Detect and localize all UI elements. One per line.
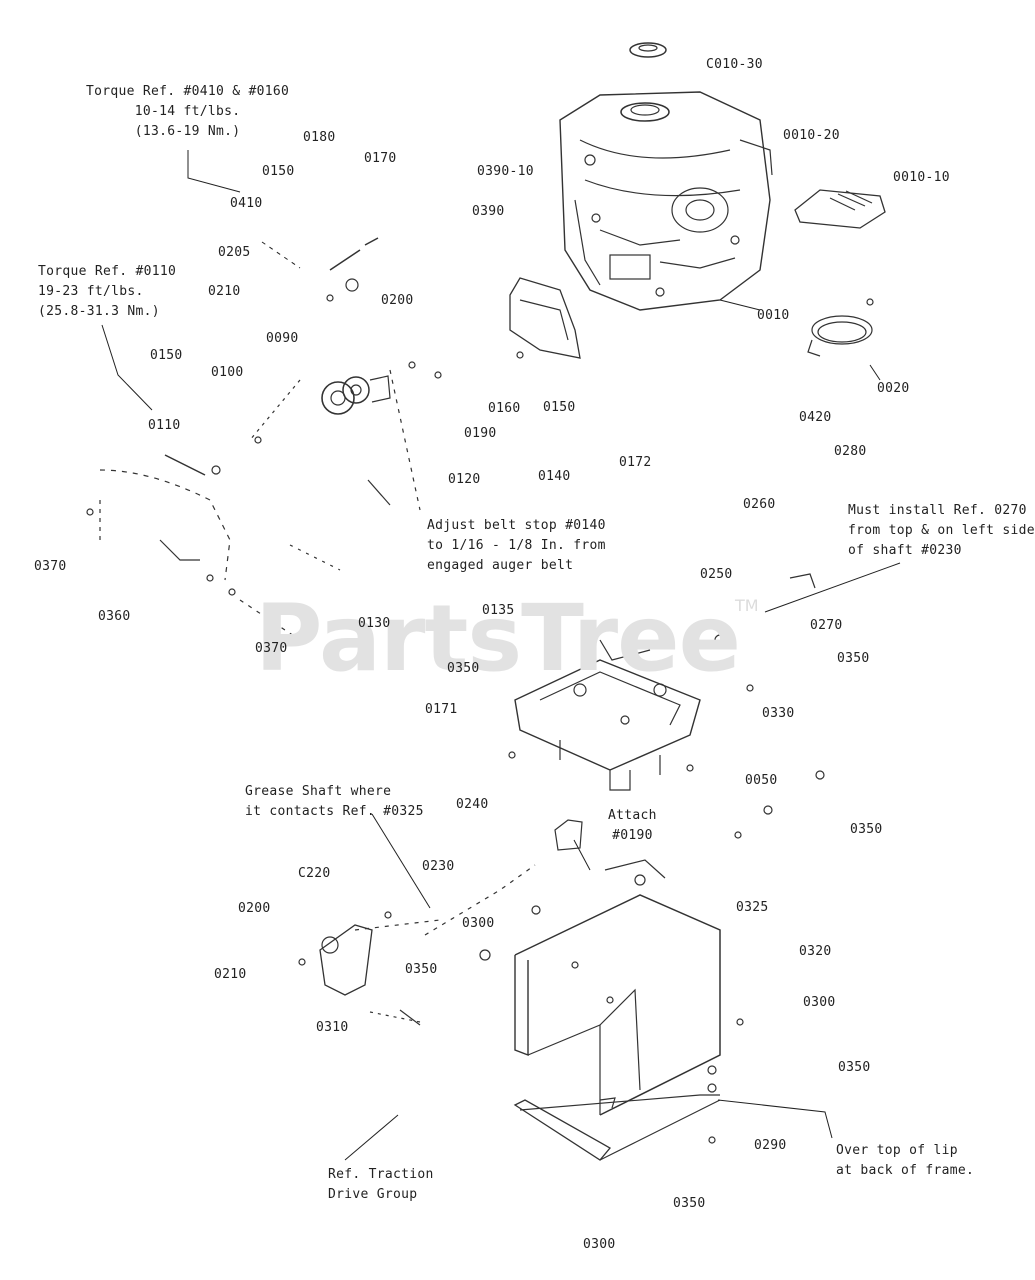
note-line: Over top of lip — [836, 1143, 958, 1158]
part-label: 0135 — [482, 603, 515, 618]
part-label: 0010 — [757, 308, 790, 323]
part-label: 0350 — [405, 962, 438, 977]
belt-stop-note: Adjust belt stop #0140 to 1/16 - 1/8 In.… — [427, 516, 606, 576]
pulley-assembly — [249, 237, 581, 511]
note-line: of shaft #0230 — [848, 543, 962, 558]
part-label: 0110 — [148, 418, 181, 433]
watermark-tm: TM — [735, 596, 759, 615]
part-label: 0350 — [850, 822, 883, 837]
part-label: 0410 — [230, 196, 263, 211]
note-line: Torque Ref. #0410 & #0160 — [86, 84, 290, 99]
part-label: 0010-10 — [893, 170, 950, 185]
note-line: Attach — [608, 808, 657, 823]
part-label: 0240 — [456, 797, 489, 812]
note-line: Adjust belt stop #0140 — [427, 518, 606, 533]
part-label: 0171 — [425, 702, 458, 717]
part-label: 0370 — [255, 641, 288, 656]
part-label: 0300 — [583, 1237, 616, 1252]
part-label: 0180 — [303, 130, 336, 145]
part-label: 0325 — [736, 900, 769, 915]
note-line: 10-14 ft/lbs. — [134, 104, 241, 119]
part-label: 0390 — [472, 204, 505, 219]
part-label: 0350 — [673, 1196, 706, 1211]
part-label: 0210 — [208, 284, 241, 299]
over-lip-note: Over top of lip at back of frame. — [836, 1141, 974, 1181]
mounting-plate — [508, 573, 825, 839]
traction-bracket — [298, 864, 536, 1026]
part-label: 0010-20 — [783, 128, 840, 143]
note-line: #0190 — [612, 828, 653, 843]
part-label: 0190 — [464, 426, 497, 441]
part-label: 0210 — [214, 967, 247, 982]
part-label: 0350 — [838, 1060, 871, 1075]
torque-note-0410: Torque Ref. #0410 & #0160 10-14 ft/lbs. … — [86, 82, 289, 142]
note-line: Ref. Traction — [328, 1167, 434, 1182]
part-label: 0150 — [150, 348, 183, 363]
part-label: 0090 — [266, 331, 299, 346]
note-line: Torque Ref. #0110 — [38, 264, 177, 279]
part-label: C220 — [298, 866, 331, 881]
part-label: 0130 — [358, 616, 391, 631]
part-label: 0200 — [381, 293, 414, 308]
attach-0190-note: Attach #0190 — [608, 806, 657, 846]
note-line: to 1/16 - 1/8 In. from — [427, 538, 606, 553]
part-label: 0260 — [743, 497, 776, 512]
watermark-brand: PartsTree — [255, 585, 741, 692]
part-label: 0360 — [98, 609, 131, 624]
engine-assembly — [559, 42, 886, 357]
part-label: 0230 — [422, 859, 455, 874]
part-label: 0100 — [211, 365, 244, 380]
note-line: (13.6-19 Nm.) — [134, 124, 241, 139]
part-label: 0140 — [538, 469, 571, 484]
part-label: 0150 — [543, 400, 576, 415]
part-label: 0280 — [834, 444, 867, 459]
part-label: 0170 — [364, 151, 397, 166]
note-line: it contacts Ref. #0325 — [245, 804, 424, 819]
part-label: 0390-10 — [477, 164, 534, 179]
frame-housing — [479, 819, 744, 1161]
part-label: 0205 — [218, 245, 251, 260]
part-label: 0270 — [810, 618, 843, 633]
part-label: 0370 — [34, 559, 67, 574]
part-label: 0420 — [799, 410, 832, 425]
note-line: at back of frame. — [836, 1163, 975, 1178]
note-line: from top & on left side — [848, 523, 1035, 538]
part-label: 0350 — [837, 651, 870, 666]
traction-drive-note: Ref. Traction Drive Group — [328, 1165, 434, 1205]
grease-shaft-note: Grease Shaft where it contacts Ref. #032… — [245, 782, 424, 822]
part-label: 0300 — [803, 995, 836, 1010]
part-label: 0300 — [462, 916, 495, 931]
note-line: 19-23 ft/lbs. — [38, 284, 144, 299]
note-line: Grease Shaft where — [245, 784, 392, 799]
note-line: Drive Group — [328, 1187, 418, 1202]
note-line: engaged auger belt — [427, 558, 574, 573]
note-line: Must install Ref. 0270 — [848, 503, 1027, 518]
part-label: C010-30 — [706, 57, 763, 72]
part-label: 0020 — [877, 381, 910, 396]
install-0270-note: Must install Ref. 0270 from top & on lef… — [848, 501, 1035, 561]
part-label: 0160 — [488, 401, 521, 416]
part-label: 0050 — [745, 773, 778, 788]
part-label: 0310 — [316, 1020, 349, 1035]
part-label: 0290 — [754, 1138, 787, 1153]
part-label: 0200 — [238, 901, 271, 916]
note-line: (25.8-31.3 Nm.) — [38, 304, 160, 319]
leader-lines — [101, 150, 901, 1161]
left-auger-parts — [86, 436, 341, 641]
part-label: 0250 — [700, 567, 733, 582]
part-label: 0320 — [799, 944, 832, 959]
torque-note-0110: Torque Ref. #0110 19-23 ft/lbs. (25.8-31… — [38, 262, 176, 322]
part-label: 0172 — [619, 455, 652, 470]
part-label: 0350 — [447, 661, 480, 676]
part-label: 0330 — [762, 706, 795, 721]
part-label: 0120 — [448, 472, 481, 487]
part-label: 0150 — [262, 164, 295, 179]
